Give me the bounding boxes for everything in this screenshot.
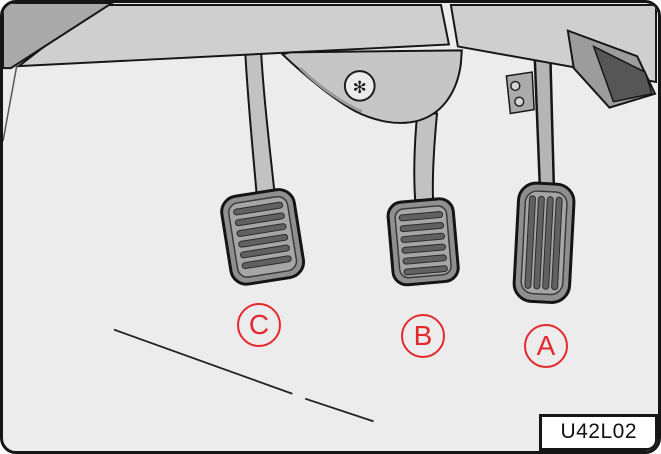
brake-pedal-letter: B	[413, 320, 433, 351]
bolt-icon	[510, 80, 521, 92]
floor-marking-line-2	[304, 397, 374, 423]
accelerator-lever	[532, 41, 556, 194]
clutch-pedal-label: C	[237, 303, 281, 347]
accelerator-side-plate	[505, 71, 535, 115]
a-pillar-wedge	[3, 3, 114, 70]
figure-code-box: U42L02	[539, 414, 658, 451]
brake-pedal-arm	[413, 112, 439, 202]
brake-pedal-label: B	[401, 314, 445, 358]
accelerator-pedal-label: A	[524, 324, 568, 368]
left-trim-line	[3, 65, 18, 142]
clutch-pedal-pad	[220, 188, 306, 286]
bolt-icon	[514, 96, 525, 107]
accelerator-pedal-letter: A	[536, 330, 556, 361]
accelerator-pedal-pad	[512, 181, 576, 304]
clutch-pedal-letter: C	[248, 309, 270, 340]
clutch-pedal-arm	[243, 41, 276, 196]
brake-pedal-pad	[386, 197, 460, 287]
snowflake-icon: ✻	[353, 77, 367, 97]
housing-shade-line	[299, 67, 363, 113]
pedals-illustration: ✻	[3, 3, 658, 423]
floor-marking-line-1	[113, 328, 293, 395]
figure-code: U42L02	[560, 420, 637, 443]
accelerator-mount-dark-plate	[592, 44, 654, 103]
emblem-circle	[343, 70, 376, 102]
